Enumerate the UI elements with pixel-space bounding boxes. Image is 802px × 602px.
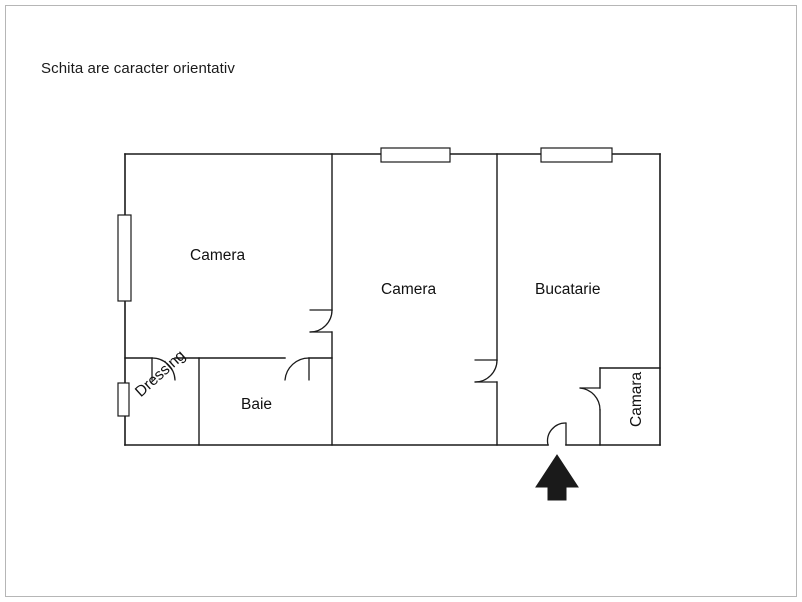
window-top-bucatarie <box>540 147 613 163</box>
door-camera-1-to-hall <box>309 309 333 333</box>
page-title: Schita are caracter orientativ <box>41 60 235 77</box>
window-left-dressing <box>117 382 130 417</box>
page-border-frame <box>5 5 797 597</box>
window-top-camera-2 <box>380 147 451 163</box>
room-label-camara: Camara <box>628 371 645 427</box>
doors <box>151 309 601 446</box>
door-camara <box>579 387 601 411</box>
room-label-baie: Baie <box>241 396 273 413</box>
room-label-bucatarie: Bucatarie <box>535 281 601 298</box>
door-baie <box>284 357 310 381</box>
door-camera-2-to-kitchen <box>474 359 498 383</box>
interior-walls <box>124 153 661 446</box>
room-label-camera-1: Camera <box>190 247 246 264</box>
exterior-walls <box>124 153 661 446</box>
windows <box>117 147 613 417</box>
entrance-arrow <box>535 454 579 501</box>
door-dressing <box>151 357 176 381</box>
window-left-camera-1 <box>117 214 132 302</box>
door-entrance <box>546 422 567 446</box>
room-label-camera-2: Camera <box>381 281 437 298</box>
